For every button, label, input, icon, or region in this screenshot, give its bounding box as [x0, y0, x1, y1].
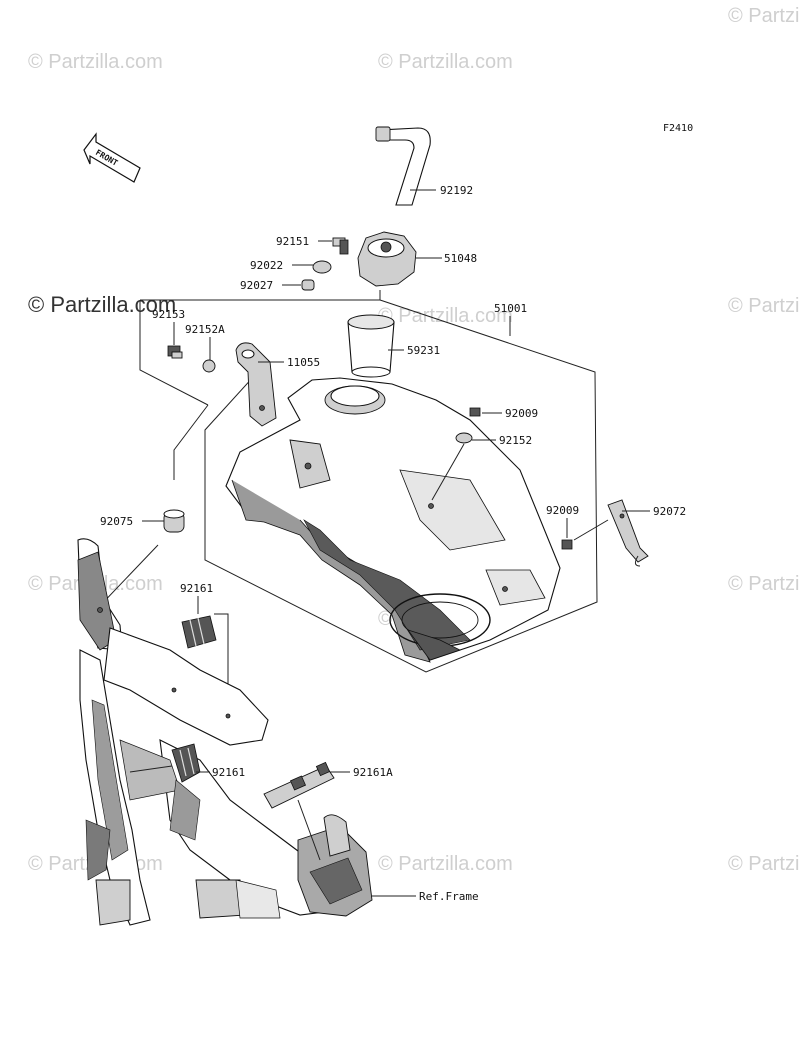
washer-92152	[455, 432, 473, 444]
bolt-92153	[167, 345, 183, 359]
strap-92072	[607, 499, 649, 567]
callout-92009-upper: 92009	[505, 407, 538, 420]
callout-ref-frame: Ref.Frame	[419, 890, 479, 903]
callout-92161-upper: 92161	[180, 582, 213, 595]
callout-11055: 11055	[287, 356, 320, 369]
leader-92161A-frame	[297, 799, 321, 861]
callout-92072: 92072	[653, 505, 686, 518]
callout-92009-lower: 92009	[546, 504, 579, 517]
assembly-boundary	[139, 290, 598, 673]
grommet-92075	[163, 509, 185, 533]
watermark-12: © Partzilla.com	[728, 853, 800, 875]
watermark-11: © Partzilla.com	[378, 853, 513, 875]
pad-92161A	[263, 761, 335, 809]
fuel-filter	[347, 314, 395, 378]
bolt-92009-upper	[469, 407, 481, 417]
callout-59231: 59231	[407, 344, 440, 357]
collar-92027	[301, 279, 315, 291]
watermark-1: © Partzilla.com	[28, 51, 163, 73]
callout-92022: 92022	[250, 259, 283, 272]
figure-code: F2410	[663, 123, 693, 134]
watermark-5: © Partzilla.com	[378, 305, 513, 327]
callout-92075: 92075	[100, 515, 133, 528]
watermark-2: © Partzilla.com	[378, 51, 513, 73]
callout-92152A: 92152A	[185, 323, 225, 336]
leader-92075-bracket	[173, 404, 209, 480]
callout-92027: 92027	[240, 279, 273, 292]
leader-92161-lower-frame	[129, 765, 173, 773]
fuel-cap	[357, 231, 417, 287]
callout-92161A: 92161A	[353, 766, 393, 779]
watermark-9: © Partzilla.com	[728, 573, 800, 595]
bracket-11055	[235, 342, 277, 427]
callout-92152: 92152	[499, 434, 532, 447]
watermark-4: © Partzilla.com	[28, 292, 176, 317]
pad-92161-upper	[181, 615, 217, 649]
callout-92192: 92192	[440, 184, 473, 197]
callout-92161-lower: 92161	[212, 766, 245, 779]
washer-92022	[312, 260, 332, 274]
frame	[77, 538, 373, 926]
callout-51001: 51001	[494, 302, 527, 315]
callout-51048: 51048	[444, 252, 477, 265]
leader-92152-tank	[431, 443, 465, 501]
bolt-92151	[332, 237, 349, 255]
leader-92009-strap	[573, 519, 609, 541]
washer-92152A	[202, 359, 216, 373]
callout-92151: 92151	[276, 235, 309, 248]
watermark-3: © Partzilla.com	[728, 5, 800, 27]
fuel-tank	[225, 377, 561, 663]
callout-92153: 92153	[152, 308, 185, 321]
watermark-6: © Partzilla.com	[728, 295, 800, 317]
bolt-92009-lower	[561, 539, 573, 550]
front-arrow-icon: FRONT	[83, 132, 141, 183]
breather-hose	[375, 126, 431, 206]
pad-92161-lower	[171, 743, 201, 783]
